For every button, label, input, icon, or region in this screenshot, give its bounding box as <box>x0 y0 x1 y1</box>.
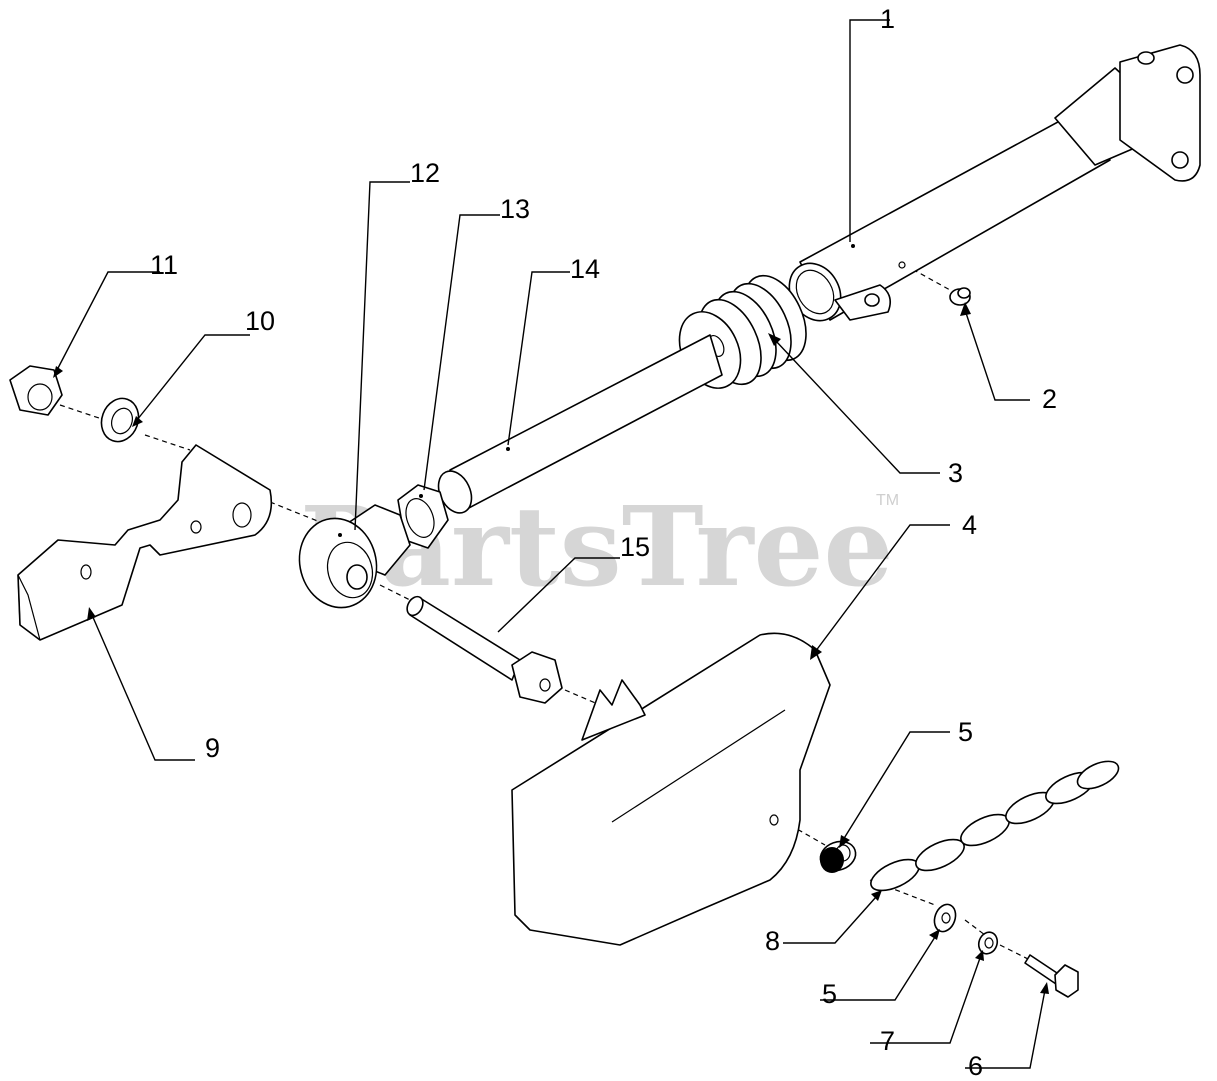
part-8-chain <box>870 760 1120 892</box>
callout-5b: 5 <box>822 979 837 1009</box>
part-15-bolt <box>406 595 563 704</box>
watermark-trademark: TM <box>876 492 899 509</box>
part-4-shield <box>511 632 831 946</box>
part-7-lock-washer <box>977 931 999 955</box>
part-5-spacer <box>819 840 857 873</box>
callout-6: 6 <box>968 1051 983 1081</box>
part-1-outer-tube <box>788 44 1201 322</box>
part-5-washer <box>933 903 957 933</box>
callout-12: 12 <box>410 158 440 188</box>
callout-5a: 5 <box>958 717 973 747</box>
part-10-lock-washer <box>100 397 140 443</box>
callout-11: 11 <box>150 250 178 280</box>
callout-15: 15 <box>620 532 650 562</box>
callout-14: 14 <box>570 254 600 284</box>
callout-13: 13 <box>500 194 530 224</box>
callout-4: 4 <box>962 510 977 540</box>
callout-1: 1 <box>880 4 895 34</box>
callout-3: 3 <box>948 458 963 488</box>
callout-10: 10 <box>245 306 275 336</box>
callout-9: 9 <box>205 733 220 763</box>
callout-8: 8 <box>765 926 780 956</box>
callout-7: 7 <box>880 1026 895 1056</box>
part-6-bolt <box>1024 954 1079 998</box>
part-9-bracket <box>17 444 273 641</box>
part-12-rod-end <box>298 504 411 609</box>
leader-lines <box>53 19 1049 1069</box>
part-13-jam-nut <box>397 484 449 549</box>
callout-2: 2 <box>1042 384 1057 414</box>
part-14-rod <box>437 334 723 514</box>
part-11-nut <box>9 365 63 416</box>
part-2-grease-fitting <box>949 287 971 306</box>
